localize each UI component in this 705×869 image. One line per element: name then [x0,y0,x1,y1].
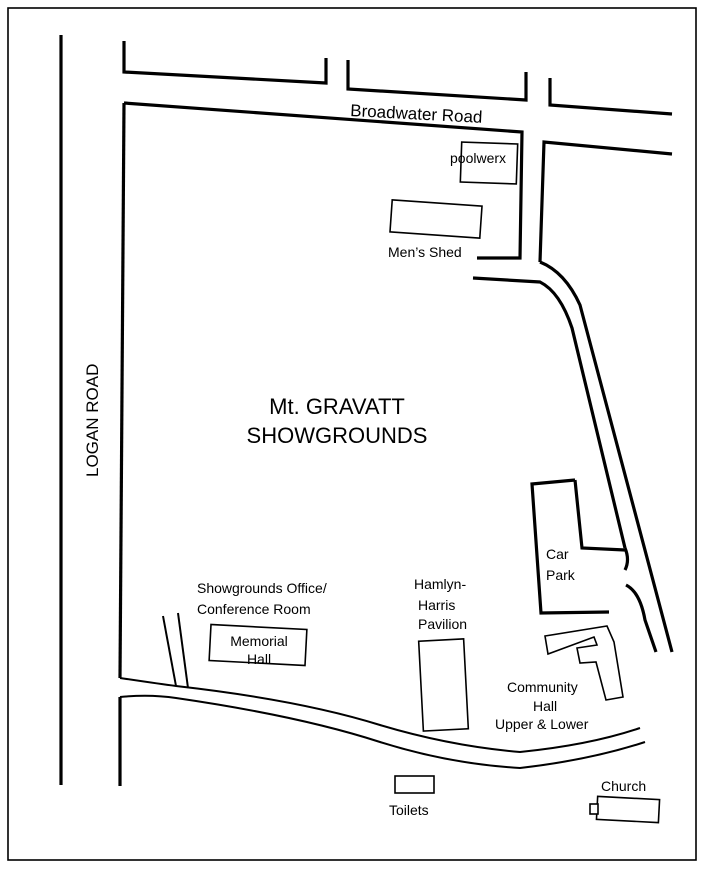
access-road-east-edge [539,260,674,653]
broadwater-road-north-edge-mid [346,60,528,102]
mens-shed-label: Men’s Shed [388,244,462,260]
access-road-bend-stub [623,547,630,571]
office-lane-west [162,615,177,687]
pavilion-label-line1: Hamlyn- [414,576,466,592]
south-road-south-edge [119,694,646,770]
church-building [595,795,661,824]
broadwater-road-north-edge-east [548,78,673,116]
showgrounds-west-edge [118,102,126,679]
mens-shed-building [389,199,483,239]
memorial-hall-label-line1: Memorial [230,633,288,649]
car-park-outline [530,478,610,615]
showgrounds-west-boundary [123,101,524,260]
broadwater-road-label: Broadwater Road [350,101,483,127]
access-road-west-edge [472,276,627,549]
eastern-road-edge-upper [538,140,673,263]
poolwerx-label: poolwerx [450,150,506,166]
church-porch [589,803,599,815]
office-lane-east [177,612,189,689]
logan-road-label: LOGAN ROAD [83,364,102,477]
pavilion-label-line3: Pavilion [418,616,467,632]
access-road-lower-edge [625,583,658,653]
hamlyn-harris-pavilion-building [417,638,470,732]
showgrounds-title-line1: Mt. GRAVATT [269,394,405,419]
showgrounds-office-label-line2: Conference Room [197,601,311,617]
showgrounds-title-line2: SHOWGROUNDS [247,423,428,448]
toilets-building [394,775,435,794]
church-label: Church [601,778,646,794]
toilets-label: Toilets [389,802,429,818]
car-park-upper-edge [573,479,626,552]
community-hall-label-line1: Community [507,679,578,695]
memorial-hall-building [208,623,308,667]
poolwerx-building [459,141,519,185]
memorial-hall-label-line2: Hall [247,651,271,667]
car-park-label-line2: Park [546,567,576,583]
pavilion-label-line2: Harris [418,597,455,613]
community-hall-label-line2: Hall [533,698,557,714]
car-park-label-line1: Car [546,546,569,562]
showgrounds-office-label-line1: Showgrounds Office/ [197,580,327,596]
community-hall-label-line3: Upper & Lower [495,716,589,732]
community-hall-building [544,625,624,701]
map-frame [7,7,697,861]
broadwater-road-north-edge-west [122,41,328,85]
